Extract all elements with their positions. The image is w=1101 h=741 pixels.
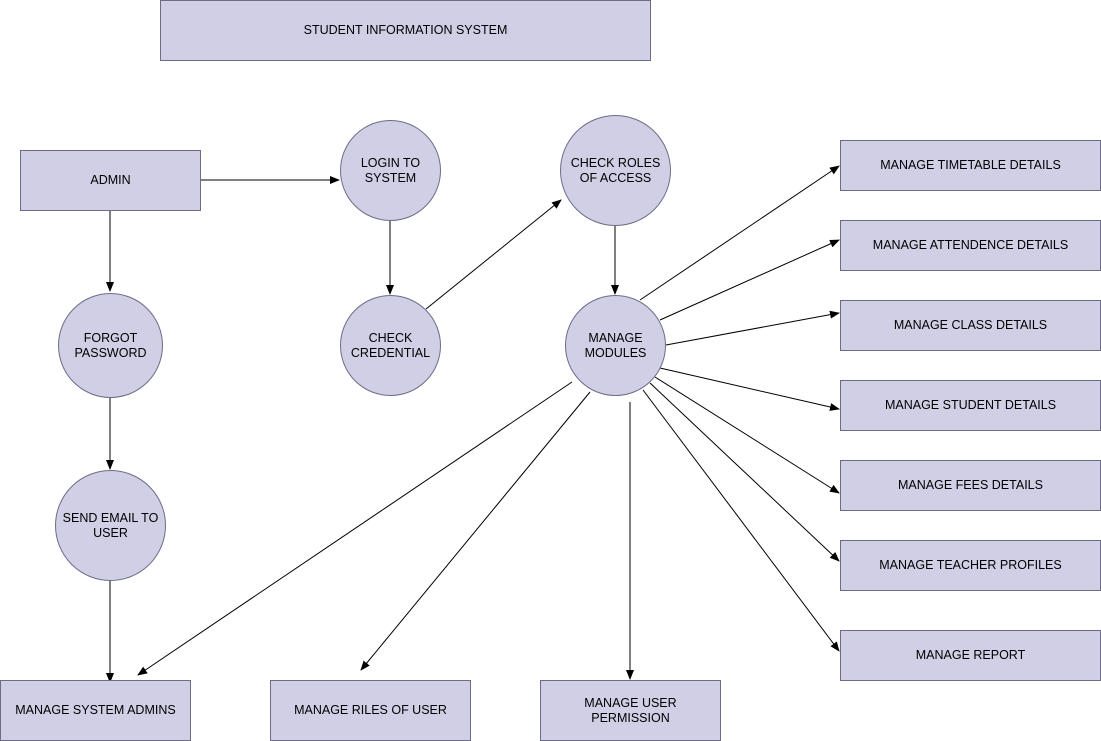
check-credential-circle: CHECK CREDENTIAL xyxy=(340,295,441,396)
arrow-manage-modules-to-attendence xyxy=(659,239,840,321)
admin-box: ADMIN xyxy=(20,150,201,211)
manage-timetable-details-box: MANAGE TIMETABLE DETAILS xyxy=(840,140,1101,191)
forgot-password-circle: FORGOT PASSWORD xyxy=(58,293,163,398)
manage-system-admins-box: MANAGE SYSTEM ADMINS xyxy=(0,680,191,741)
manage-riles-of-user-box: MANAGE RILES OF USER xyxy=(270,680,471,741)
arrow-manage-modules-to-report xyxy=(642,389,840,652)
arrow-check-credential-to-check-roles xyxy=(425,199,562,310)
arrow-manage-modules-to-system-admins xyxy=(137,381,573,676)
arrow-manage-modules-to-class-details xyxy=(665,310,840,346)
arrow-manage-modules-to-teacher-profiles xyxy=(649,382,840,562)
login-to-system-circle: LOGIN TO SYSTEM xyxy=(340,120,441,221)
manage-teacher-profiles-box: MANAGE TEACHER PROFILES xyxy=(840,540,1101,591)
arrow-manage-modules-to-student-details xyxy=(659,367,840,411)
manage-report-box: MANAGE REPORT xyxy=(840,630,1101,681)
arrow-manage-modules-to-fees-details xyxy=(654,376,840,494)
arrow-manage-modules-to-riles-of-user xyxy=(360,391,591,671)
manage-fees-details-box: MANAGE FEES DETAILS xyxy=(840,460,1101,511)
check-roles-of-access-circle: CHECK ROLES OF ACCESS xyxy=(560,115,671,226)
arrow-manage-modules-to-timetable xyxy=(639,165,840,301)
manage-class-details-box: MANAGE CLASS DETAILS xyxy=(840,300,1101,351)
manage-modules-circle: MANAGE MODULES xyxy=(565,295,666,396)
title-box: STUDENT INFORMATION SYSTEM xyxy=(160,0,651,61)
manage-attendence-details-box: MANAGE ATTENDENCE DETAILS xyxy=(840,220,1101,271)
manage-user-permission-box: MANAGE USER PERMISSION xyxy=(540,680,721,741)
manage-student-details-box: MANAGE STUDENT DETAILS xyxy=(840,380,1101,431)
send-email-to-user-circle: SEND EMAIL TO USER xyxy=(55,470,166,581)
